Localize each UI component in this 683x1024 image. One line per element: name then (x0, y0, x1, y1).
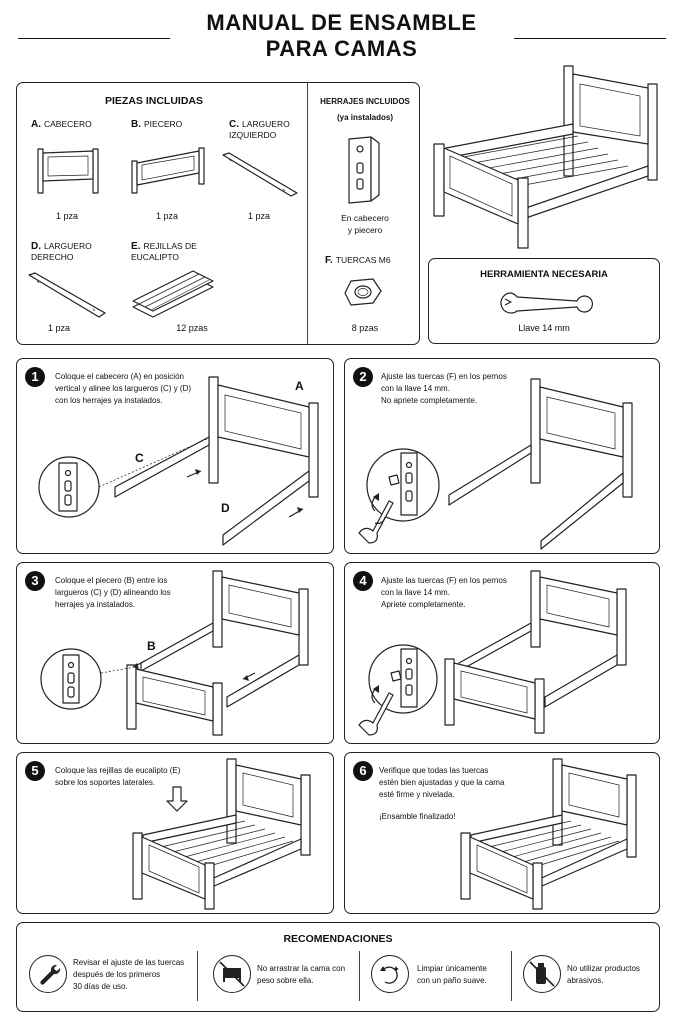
assembled-bed-illustration (433, 65, 658, 249)
headboard-part-illustration (37, 148, 99, 194)
step-6-number: 6 (353, 761, 373, 781)
footboard-part-illustration (131, 147, 205, 194)
step-4-number: 4 (353, 571, 373, 591)
title-line-2: PARA CAMAS (265, 36, 418, 61)
step-6-illustration (460, 758, 637, 910)
step-2-illustration (358, 378, 633, 550)
bracket-icon (348, 136, 380, 204)
part-b-qty: 1 pza (155, 211, 179, 221)
title-rule-left (18, 38, 170, 39)
hex-nut-icon (344, 278, 382, 306)
step-6-final-text: ¡Ensamble finalizado! (379, 812, 456, 821)
parts-heading: PIEZAS INCLUIDAS (105, 95, 204, 107)
page-title: MANUAL DE ENSAMBLE PARA CAMAS (0, 10, 683, 62)
hardware-heading: HERRAJES INCLUIDOS (320, 97, 410, 106)
step-3-number: 3 (25, 571, 45, 591)
hardware-note-line-1: En cabecero (341, 213, 389, 223)
recommendation-divider-3 (511, 951, 512, 1001)
part-c-qty: 1 pza (247, 211, 271, 221)
slats-part-illustration (132, 270, 214, 318)
title-rule-right (514, 38, 666, 39)
hardware-note-line-2: y piecero (347, 225, 383, 235)
step-3-tag-b: B (147, 639, 156, 653)
step-4-illustration (358, 570, 627, 736)
parts-divider (307, 83, 308, 344)
nuts-label: F.TUERCAS M6 (325, 255, 391, 266)
step-1-number: 1 (25, 367, 45, 387)
part-e-qty: 12 pzas (176, 323, 208, 333)
wrench-tool-icon (500, 292, 593, 314)
step-5-number: 5 (25, 761, 45, 781)
hardware-subheading: (ya instalados) (336, 113, 393, 122)
title-line-1: MANUAL DE ENSAMBLE (206, 10, 477, 35)
recommendations-heading: RECOMENDACIONES (283, 933, 393, 945)
part-e-label: E.REJILLAS DE EUCALIPTO (131, 241, 197, 262)
soft-cloth-icon (371, 955, 409, 993)
part-d-label: D.LARGUERO DERECHO (31, 241, 92, 262)
part-c-label: C.LARGUERO IZQUIERDO (229, 119, 290, 140)
step-1-tag-d: D (221, 501, 230, 515)
tool-panel: HERRAMIENTA NECESARIA Llave 14 mm (428, 258, 660, 344)
step-1-tag-c: C (135, 451, 144, 465)
part-a-label: A.CABECERO (31, 119, 92, 130)
wrench-icon (29, 955, 67, 993)
right-rail-part-illustration (28, 272, 106, 318)
left-rail-part-illustration (222, 152, 298, 197)
recommendation-divider-2 (359, 951, 360, 1001)
part-a-qty: 1 pza (55, 211, 79, 221)
no-drag-icon (213, 955, 251, 993)
recommendations-panel: RECOMENDACIONES Revisar el ajuste de las… (16, 922, 660, 1012)
part-b-label: B.PIECERO (131, 119, 183, 130)
step-1-tag-a: A (295, 379, 304, 393)
step-5-text: Coloque las rejillas de eucalipto (E)sob… (55, 766, 181, 787)
tool-heading: HERRAMIENTA NECESARIA (480, 269, 608, 280)
no-abrasives-icon (523, 955, 561, 993)
step-1-illustration (38, 376, 319, 546)
step-3-illustration (40, 570, 309, 736)
parts-panel: PIEZAS INCLUIDAS A.CABECERO 1 pza B.PIEC… (16, 82, 420, 345)
step-5-panel: 5 Coloque las rejillas de eucalipto (E)s… (16, 752, 334, 914)
part-d-qty: 1 pza (47, 323, 71, 333)
step-5-illustration (132, 758, 311, 910)
step-2-number: 2 (353, 367, 373, 387)
nuts-qty: 8 pzas (351, 323, 379, 333)
tool-name: Llave 14 mm (518, 323, 570, 333)
recommendation-divider-1 (197, 951, 198, 1001)
